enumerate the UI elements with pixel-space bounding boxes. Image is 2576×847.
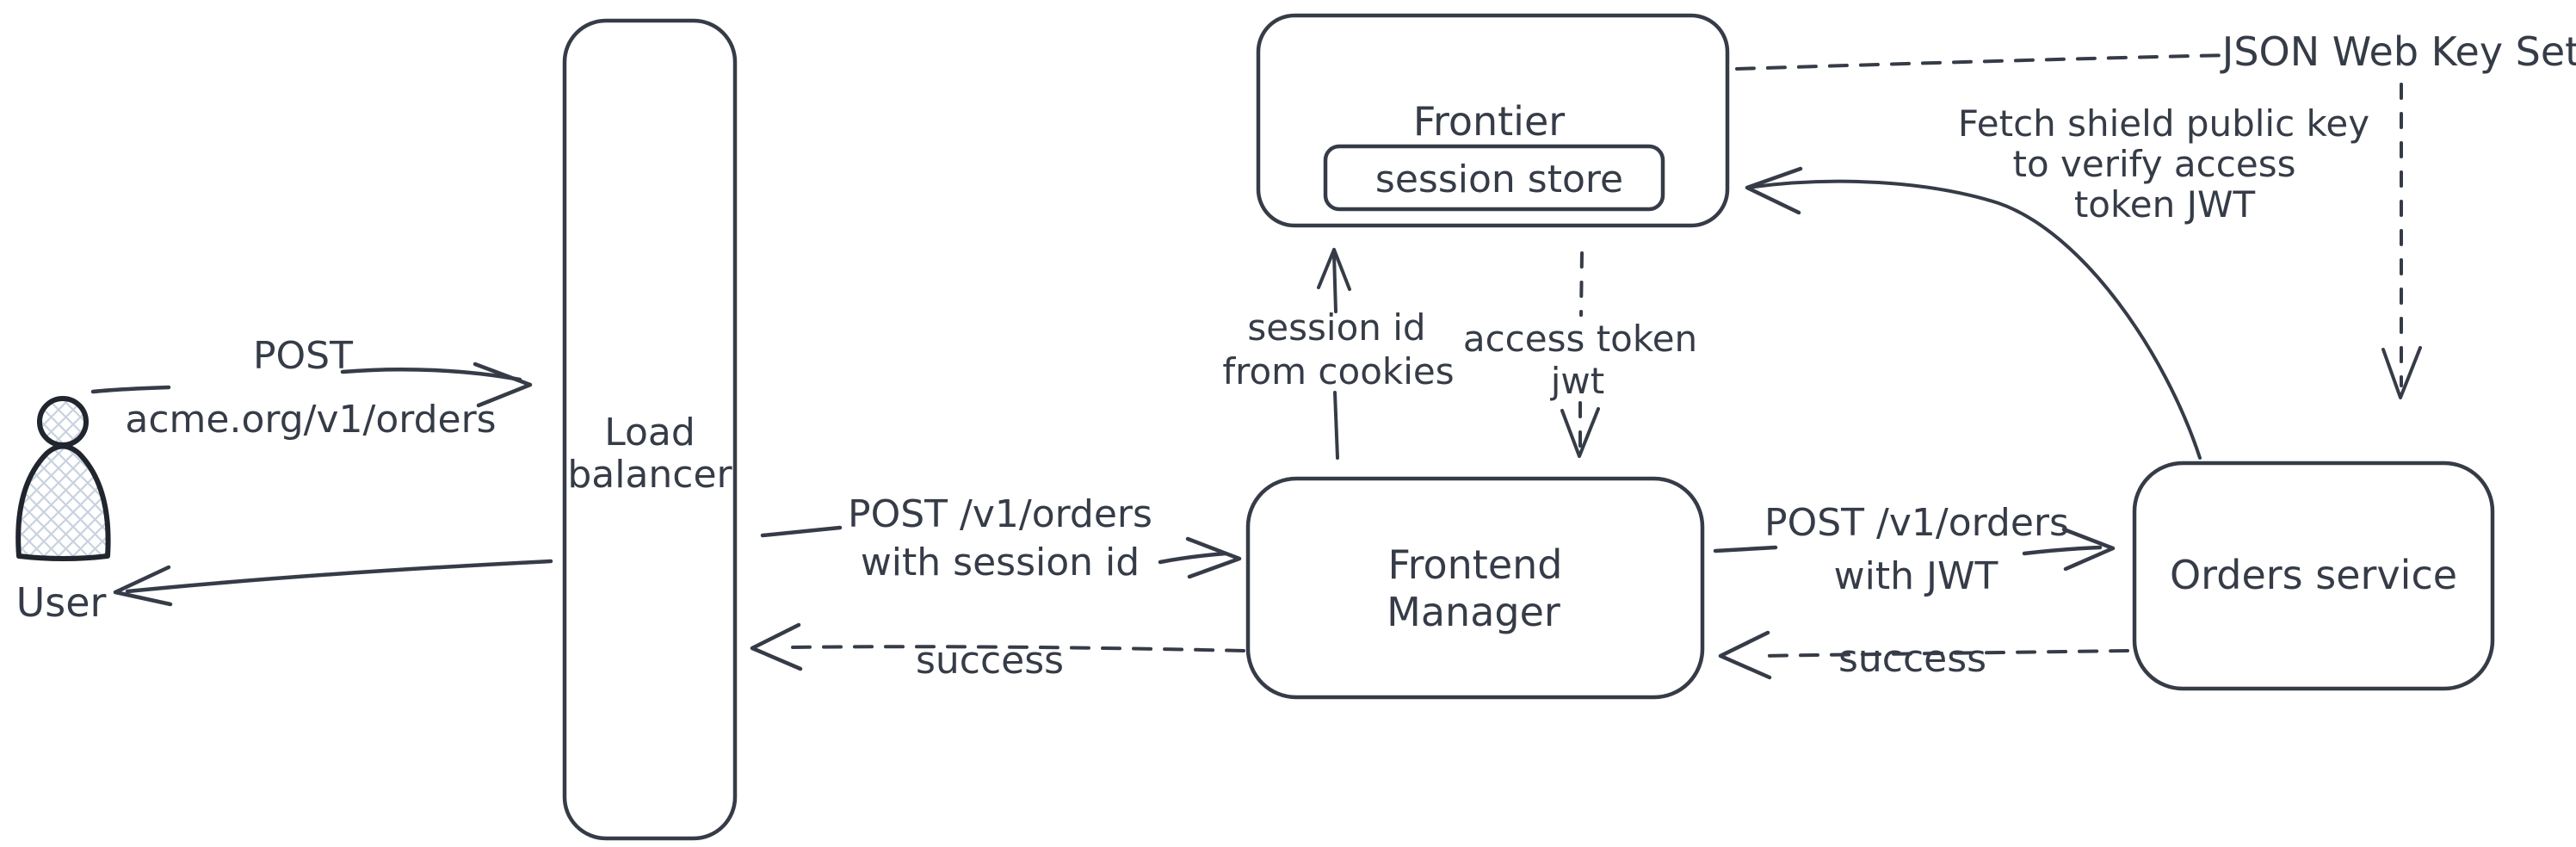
arrow-lb-to-user	[113, 559, 553, 607]
edge-frontier-to-jwks	[1735, 53, 2233, 71]
fm-to-lb-success-label: success	[916, 639, 1064, 683]
arrow-lb-to-fm-label-line1: POST /v1/orders	[848, 492, 1152, 536]
node-load-balancer	[562, 18, 738, 841]
arrow-fm-to-orders	[1713, 527, 2116, 572]
node-orders-service	[2132, 461, 2495, 691]
arrow-fm-to-orders-label-line1: POST /v1/orders	[1764, 501, 2069, 545]
fetch-key-label-line1: Fetch shield public key	[1958, 102, 2369, 145]
node-frontend-manager	[1245, 476, 1705, 700]
arrow-user-to-lb-label-line1: POST	[253, 334, 353, 378]
user-label: User	[16, 579, 107, 626]
arrow-store-to-fm	[1560, 251, 1600, 458]
arrow-user-to-lb-label-line2: acme.org/v1/orders	[125, 398, 496, 442]
fetch-key-label-line2: to verify access	[2013, 143, 2296, 185]
load-balancer-label-line2: balancer	[567, 453, 732, 497]
fm-to-frontier-label-line2: from cookies	[1222, 350, 1454, 393]
load-balancer-label-line1: Load	[604, 411, 695, 454]
store-to-fm-label-line1: access token	[1463, 318, 1697, 360]
arrow-lb-to-fm	[760, 525, 1242, 579]
arrow-fm-to-lb-success	[750, 622, 1245, 671]
fetch-key-label-line3: token JWT	[2074, 183, 2256, 226]
orders-service-label: Orders service	[2170, 552, 2457, 598]
jwks-label: JSON Web Key Set	[2220, 28, 2576, 75]
arrow-fm-to-frontier	[1317, 248, 1351, 460]
fm-to-frontier-label-line1: session id	[1247, 306, 1425, 349]
orders-to-fm-success-label: success	[1838, 637, 1986, 681]
arrow-orders-to-frontier-fetch	[1745, 166, 2202, 460]
arrow-orders-to-fm-success	[1718, 630, 2129, 680]
frontier-label: Frontier	[1413, 98, 1565, 145]
arrow-jwks-to-orders	[2381, 83, 2422, 399]
session-store-label: session store	[1375, 158, 1623, 201]
store-to-fm-label-line2: jwt	[1550, 360, 1605, 402]
arrow-user-to-lb	[90, 362, 533, 408]
frontend-manager-label-line1: Frontend	[1387, 541, 1562, 588]
frontend-manager-label-line2: Manager	[1387, 589, 1560, 635]
arrow-fm-to-orders-label-line2: with JWT	[1834, 554, 1998, 598]
node-session-store	[1323, 144, 1665, 212]
user-icon	[15, 396, 111, 561]
arrow-lb-to-fm-label-line2: with session id	[861, 541, 1140, 584]
